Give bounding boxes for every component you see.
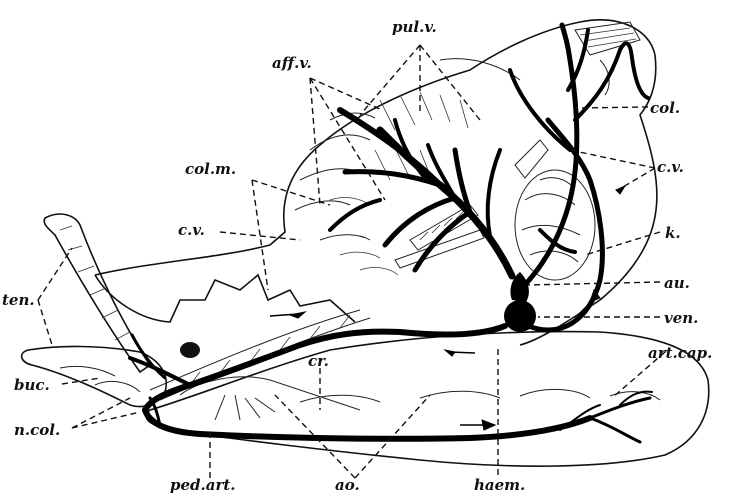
label-art-cap: art.cap. [648,344,712,362]
cerebral-ganglion [180,342,200,358]
label-cr: cr. [308,352,329,370]
label-ped-art: ped.art. [170,476,236,494]
label-aff-v: aff.v. [272,54,312,72]
label-n-col: n.col. [14,421,60,439]
label-c-v-left: c.v. [178,221,205,239]
leader-lines [38,45,665,478]
crop [180,377,360,420]
label-ao: ao. [335,476,360,494]
labels: pul.v. aff.v. col. c.v. col.m. c.v. k. a… [2,18,712,494]
cephalic-artery [130,335,190,385]
label-haem: haem. [474,476,525,494]
label-k: k. [665,224,681,242]
label-buc: buc. [14,376,50,394]
label-au: au. [664,274,690,292]
label-c-v-right: c.v. [657,158,684,176]
tentacle [44,214,150,372]
pedal-artery [145,392,652,442]
label-ven: ven. [664,309,698,327]
label-col: col. [650,99,680,117]
label-pul-v: pul.v. [392,18,437,36]
foot-outline [146,332,709,467]
label-ten: ten. [2,291,35,309]
label-col-m: col.m. [185,160,236,178]
